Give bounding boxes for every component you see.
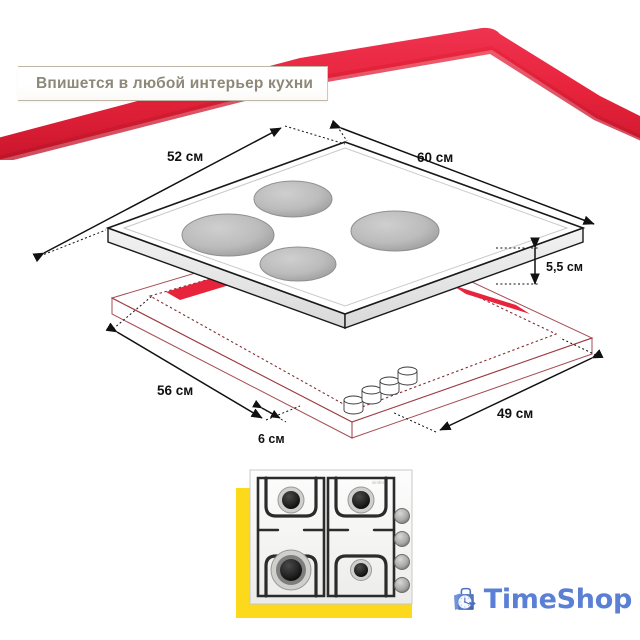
photo-knob-1 <box>394 508 410 524</box>
cooktop-brand-mark: simfer <box>372 480 385 485</box>
dim-ext-49-b <box>391 411 437 433</box>
photo-burner-front-left-cap <box>280 559 302 581</box>
product-photo: simfer <box>232 466 428 628</box>
bag-handle <box>460 587 472 596</box>
burner-left <box>181 213 275 257</box>
dim-line-52 <box>32 127 282 263</box>
dim-ext-6-a <box>257 405 287 423</box>
logo-wordmark: TimeShop <box>483 583 633 615</box>
page-title: Впишется в любой интерьер кухни <box>36 74 314 92</box>
dim-label-56: 56 см <box>157 383 193 398</box>
bag-arrow-accent <box>469 599 476 607</box>
dim-label-55: 5,5 см <box>546 260 583 274</box>
technical-drawing: 52 см 60 см 5,5 см 56 см 6 см 49 см <box>0 100 640 460</box>
dim-ext-60-a <box>336 125 348 142</box>
heading-banner: Впишется в любой интерьер кухни <box>18 66 329 101</box>
burner-front <box>259 246 337 282</box>
burner-rear <box>253 180 333 218</box>
dim-ext-52-b <box>284 125 346 145</box>
dimension-lines <box>32 119 604 433</box>
control-knob-4 <box>397 366 418 386</box>
dim-ext-49-a <box>559 337 597 356</box>
cutout-highlight-right <box>452 285 530 314</box>
dim-line-56 <box>105 322 263 419</box>
clock-center-pin <box>464 601 466 603</box>
dim-label-6: 6 см <box>258 432 285 446</box>
dimension-labels: 52 см 60 см 5,5 см 56 см 6 см 49 см <box>157 149 583 446</box>
countertop-left-edge <box>111 297 353 439</box>
dim-line-60 <box>329 119 595 225</box>
photo-burners <box>270 486 375 591</box>
photo-burner-rear-left-cap <box>282 491 300 509</box>
cooktop-body <box>249 469 413 605</box>
photo-burner-front-right-cap <box>354 563 368 577</box>
dim-label-49: 49 см <box>497 406 533 421</box>
control-knob-1 <box>343 395 364 415</box>
dim-line-49 <box>439 349 604 431</box>
photo-burner-rear-right-cap <box>352 491 370 509</box>
dim-label-52: 52 см <box>167 149 203 164</box>
photo-knob-4 <box>394 577 410 593</box>
shopping-bag-clock-icon <box>453 587 476 610</box>
photo-knob-3 <box>394 554 410 570</box>
photo-knob-2 <box>394 531 410 547</box>
dim-label-60: 60 см <box>417 150 453 165</box>
control-knob-2 <box>361 385 382 405</box>
pan-support-grates <box>256 476 396 598</box>
timeshop-logo[interactable]: TimeShop <box>452 568 632 630</box>
dim-ext-52-a <box>39 229 107 257</box>
photo-control-knobs <box>394 508 410 593</box>
burner-right <box>350 210 440 252</box>
clock-ticks <box>459 596 471 608</box>
control-knobs-group <box>343 366 418 415</box>
control-knob-3 <box>379 376 400 396</box>
